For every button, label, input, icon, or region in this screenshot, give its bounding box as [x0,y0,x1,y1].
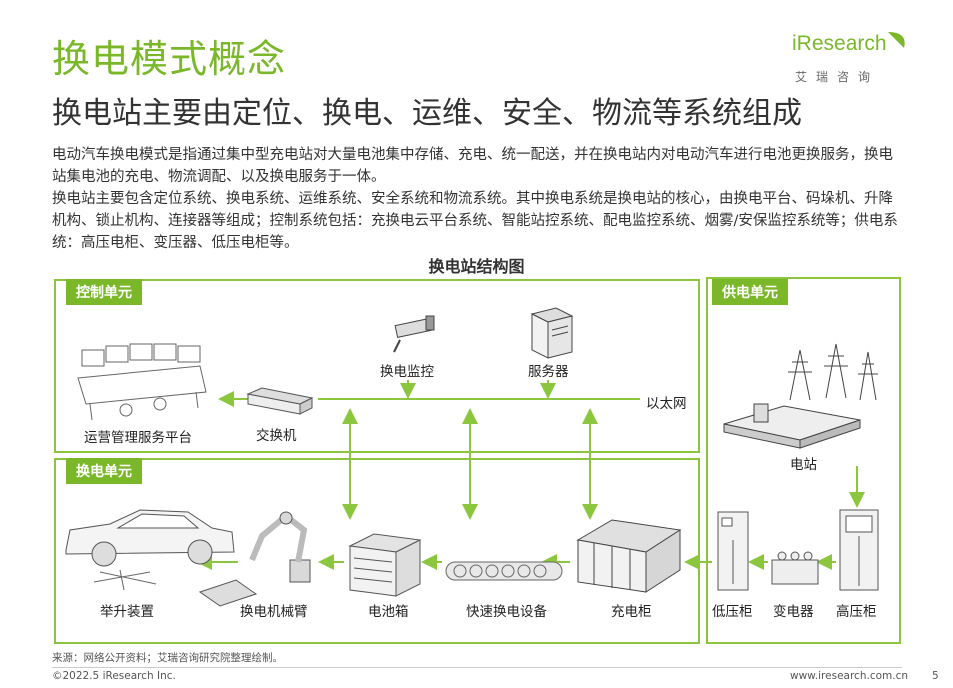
camera-icon [393,315,435,353]
logo-leaf-icon [888,32,905,48]
charging-cabinet-icon [576,519,682,593]
power-station-icon [723,343,878,449]
logo-subtext: 艾瑞咨询 [795,70,880,84]
diagram-title: 换电站结构图 [428,257,525,276]
monitor-label: 换电监控 [380,364,434,380]
high-voltage-cabinet-icon [839,509,879,591]
battery-box-icon [348,533,422,597]
power-unit-box [706,277,901,644]
swap-unit-tag: 换电单元 [66,458,142,484]
copyright: ©2022.5 iResearch Inc. [52,670,176,682]
high-voltage-label: 高压柜 [836,604,877,620]
transformer-icon [771,551,819,585]
battery-box-label: 电池箱 [368,604,409,620]
source-note: 来源：网络公开资料；艾瑞咨询研究院整理绘制。 [52,652,283,664]
iresearch-logo: iResearch 艾瑞咨询 [792,28,912,84]
swap-unit-box [54,458,700,644]
low-voltage-cabinet-icon [717,511,749,591]
control-unit-box [54,279,700,453]
website: www.iresearch.com.cn [790,670,909,682]
robot-arm-icon [198,511,311,607]
page-subtitle: 换电站主要由定位、换电、运维、安全、物流等系统组成 [52,96,802,131]
page-title: 换电模式概念 [52,37,287,81]
power-unit-tag: 供电单元 [712,279,788,305]
lift-icon [93,569,157,591]
lift-label: 举升装置 [100,604,154,620]
components-paragraph: 换电站主要包含定位系统、换电系统、运维系统、安全系统和物流系统。其中换电系统是换… [52,191,898,251]
charging-cabinet-label: 充电柜 [611,604,652,620]
fast-swap-device-icon [445,561,563,581]
low-voltage-label: 低压柜 [712,604,753,620]
transformer-label: 变电器 [773,604,814,620]
ethernet-label: 以太网 [646,396,687,412]
logo-text: iResearch [792,32,887,55]
footer-divider [52,667,902,668]
fast-swap-label: 快速换电设备 [466,604,547,620]
switch-icon [246,387,314,415]
server-label: 服务器 [528,364,569,380]
page-number: 5 [932,670,939,682]
ops-platform-label: 运营管理服务平台 [84,430,192,446]
vertical-links [342,408,598,520]
server-icon [530,307,574,359]
intro-paragraph: 电动汽车换电模式是指通过集中型充电站对大量电池集中存储、充电、统一配送，并在换电… [52,147,893,185]
control-unit-tag: 控制单元 [66,279,142,305]
robot-arm-label: 换电机械臂 [240,604,308,620]
ops-platform-icon [77,343,207,421]
switch-label: 交换机 [256,428,297,444]
power-station-label: 电站 [790,457,817,473]
car-icon [65,509,235,567]
